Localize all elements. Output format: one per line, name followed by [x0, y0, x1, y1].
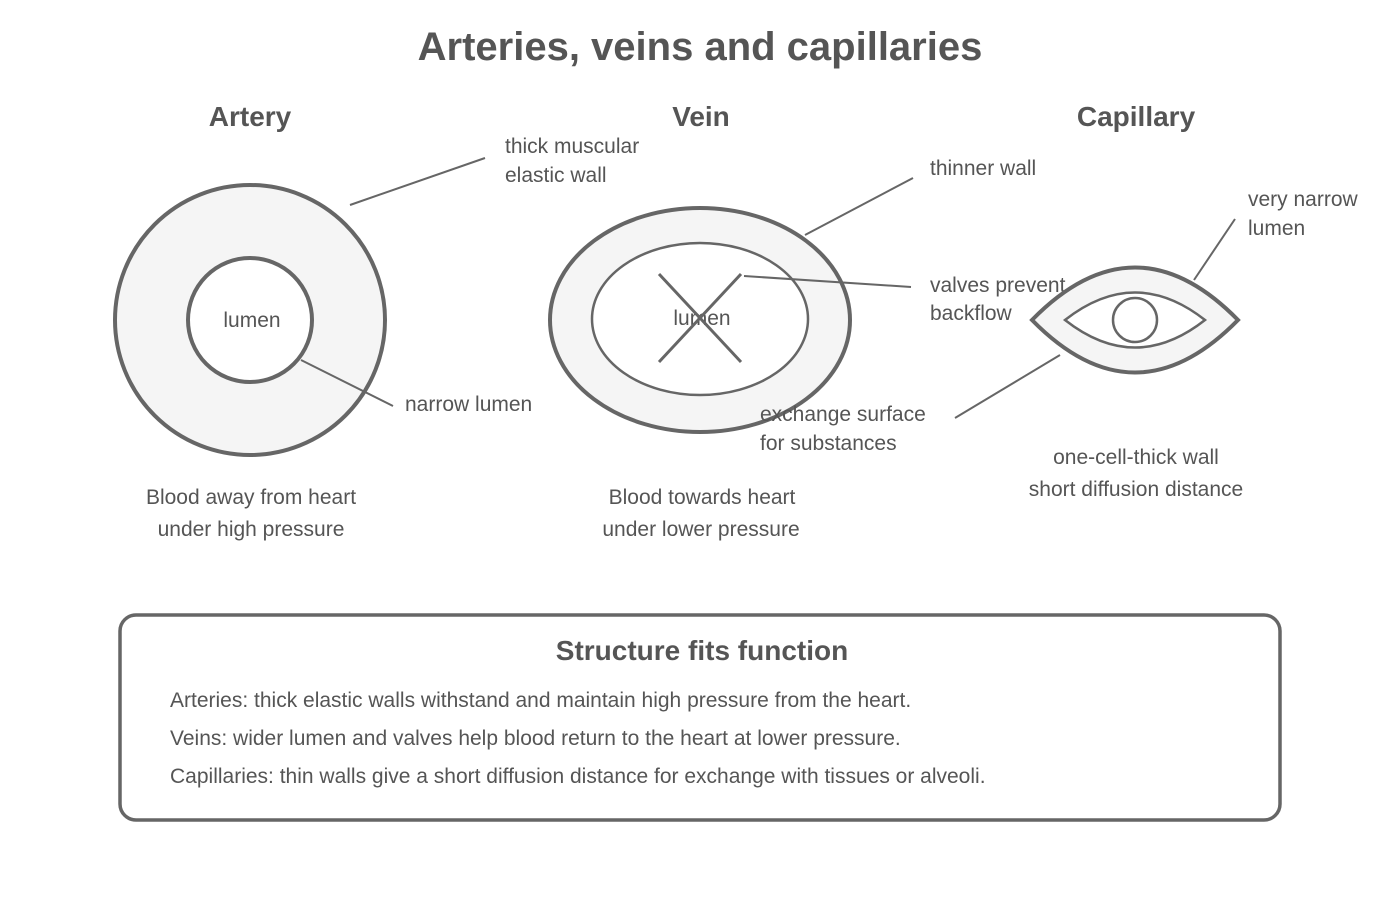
vein-valve-label-line2: backflow [930, 302, 1013, 325]
artery-lumen-label: lumen [223, 309, 280, 332]
artery-caption-line1: Blood away from heart [146, 486, 356, 509]
artery-lumen [186, 256, 314, 384]
vein-panel: Vein lumen thinner wall valves prevent b… [548, 101, 1066, 541]
capillary-red-blood-cell [1111, 296, 1159, 344]
vein-wall-label: thinner wall [930, 157, 1036, 180]
capillary-lumen-label-line2: lumen [1248, 217, 1305, 240]
summary-box: Structure fits function Arteries: thick … [118, 613, 1282, 822]
summary-line-capillaries: Capillaries: thin walls give a short dif… [170, 765, 986, 788]
artery-heading: Artery [209, 101, 292, 132]
capillary-caption-line2: short diffusion distance [1029, 478, 1243, 501]
capillary-lumen-label-line1: very narrow [1248, 188, 1359, 211]
capillary-exchange-label-line2: for substances [760, 432, 897, 455]
vein-valve-cusp-2 [657, 272, 743, 364]
artery-panel: Artery lumen thick muscular elastic wall… [113, 101, 639, 541]
capillary-heading: Capillary [1077, 101, 1196, 132]
artery-wall-leader [349, 157, 486, 206]
vein-heading: Vein [672, 101, 730, 132]
capillary-exchange-leader [954, 354, 1061, 419]
vein-wall-leader [804, 177, 914, 236]
summary-line-arteries: Arteries: thick elastic walls withstand … [170, 689, 911, 712]
summary-line-veins: Veins: wider lumen and valves help blood… [170, 727, 901, 750]
artery-lumen-leader [300, 359, 394, 407]
artery-caption-line2: under high pressure [158, 518, 345, 541]
artery-wall-label-line2: elastic wall [505, 164, 607, 187]
vein-valve-label-line1: valves prevent [930, 274, 1066, 297]
vein-valve-leader [743, 275, 912, 288]
page-title: Arteries, veins and capillaries [418, 25, 983, 69]
summary-box-border [118, 613, 1282, 822]
summary-title: Structure fits function [556, 635, 848, 666]
capillary-exchange-label-line1: exchange surface [760, 403, 926, 426]
vein-caption-line2: under lower pressure [602, 518, 799, 541]
capillary-lumen-leader [1193, 218, 1236, 281]
artery-lumen-callout: narrow lumen [405, 393, 532, 416]
capillary-caption-line1: one-cell-thick wall [1053, 446, 1219, 469]
artery-wall-label-line1: thick muscular [505, 135, 639, 158]
vein-caption-line1: Blood towards heart [609, 486, 796, 509]
capillary-panel: Capillary very narrow lumen exchange sur… [760, 101, 1359, 501]
